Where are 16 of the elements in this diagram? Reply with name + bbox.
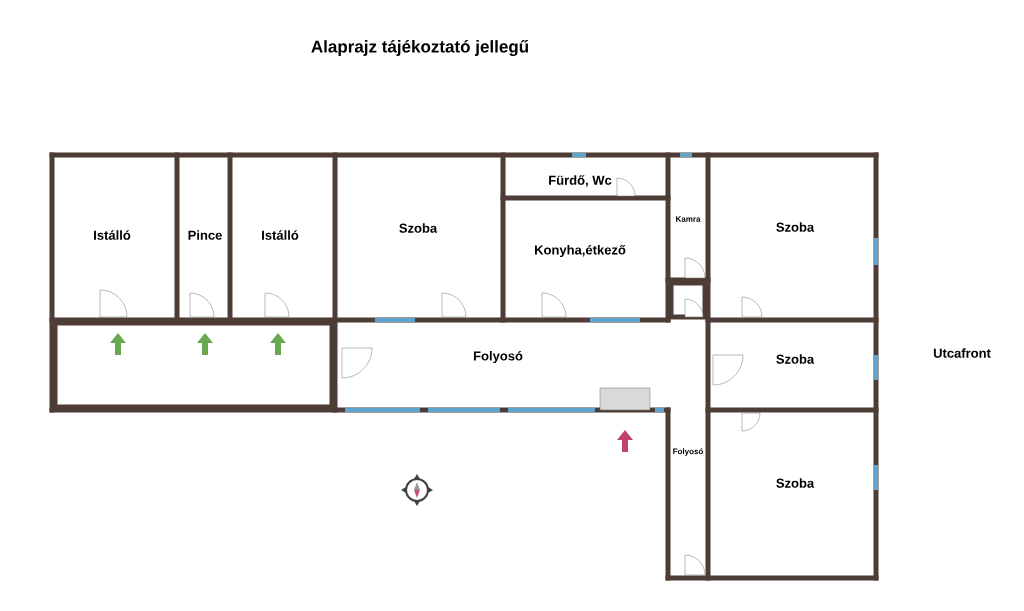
room-area: Szoba — [776, 222, 815, 232]
room-area: Folyosó — [673, 448, 704, 456]
room-area: Szoba — [399, 223, 438, 233]
room-area: Folyosó — [473, 350, 523, 364]
room-area: Szoba — [776, 354, 815, 364]
room-area: Fürdő, Wc — [549, 175, 612, 187]
room-area: Istálló — [94, 230, 131, 240]
room-area: Konyha,étkező — [535, 244, 626, 258]
room-area: Istálló — [262, 230, 299, 240]
room-area: Pince — [188, 230, 222, 240]
street-label: Utcafront — [933, 348, 991, 358]
empty-room — [668, 280, 708, 320]
diagram-title: Alaprajz tájékoztató jellegű — [311, 39, 529, 57]
room-area: Kamra — [676, 216, 701, 222]
empty-room — [52, 320, 335, 410]
room-area: Szoba — [776, 478, 815, 488]
